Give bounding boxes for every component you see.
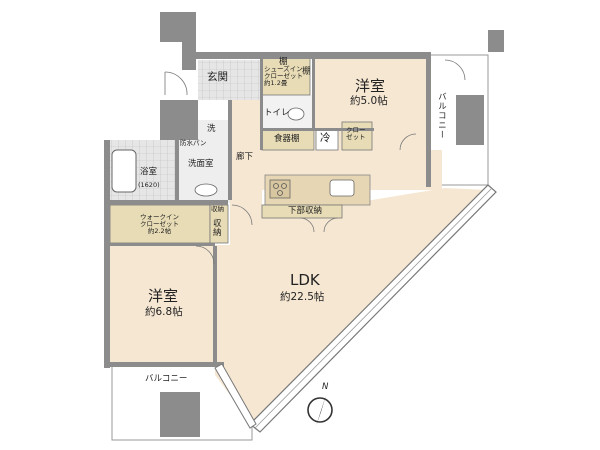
walkin-closet-label: ウォークイン クローゼット 約2.2帖 <box>140 213 179 236</box>
shoe-closet-label: シューズイン クローゼット 約1.2畳 <box>264 65 303 88</box>
entrance-floor <box>198 60 260 100</box>
western-north-name: 洋室 <box>355 77 386 95</box>
western-south-floor <box>110 245 215 365</box>
walls <box>104 12 504 437</box>
corridor-label: 廊下 <box>236 152 254 162</box>
compass-icon <box>307 395 333 426</box>
ldk-size: 約22.5帖 <box>280 291 325 303</box>
western-south-size: 約6.8帖 <box>145 306 183 318</box>
toilet-bowl-icon <box>287 107 305 121</box>
door-swings <box>164 59 466 265</box>
washer-pan-label: 防水パン <box>180 139 207 147</box>
ldk-name: LDK <box>290 271 320 289</box>
shoe-closet-block <box>261 57 311 96</box>
corridor-floor <box>230 100 262 245</box>
balcony-south-label: バルコニー <box>145 374 188 384</box>
storage-small-label: 収納 <box>211 205 224 213</box>
storage-tall-label: 収 納 <box>213 219 222 239</box>
western-south-name: 洋室 <box>148 287 179 305</box>
toilet-label: トイレ <box>264 108 290 118</box>
shelf-top-label: 棚 <box>279 57 288 67</box>
laundry-label: 洗 <box>207 124 216 134</box>
compass-north-label: N <box>322 382 329 392</box>
pantry-label: 食器棚 <box>274 134 300 144</box>
stove-icon <box>269 179 291 199</box>
lower-storage-label: 下部収納 <box>288 206 323 216</box>
bathtub-icon <box>111 149 137 193</box>
western-north-size: 約5.0帖 <box>350 95 388 107</box>
bath-size: (1620) <box>138 181 160 189</box>
entrance-label: 玄関 <box>207 71 228 83</box>
fridge-label: 冷 <box>320 132 331 144</box>
closet-north-label: クロー ゼット <box>346 126 366 142</box>
ldk-floor <box>215 188 488 428</box>
shelf-side-label: 棚 <box>300 66 311 76</box>
washroom-label: 洗面室 <box>188 159 214 169</box>
closet-north-block <box>341 121 373 151</box>
bath-name: 浴室 <box>140 167 158 177</box>
wash-basin-icon <box>194 183 218 197</box>
sink-icon <box>329 179 355 197</box>
balcony-east-label: バルコニー <box>436 92 447 140</box>
